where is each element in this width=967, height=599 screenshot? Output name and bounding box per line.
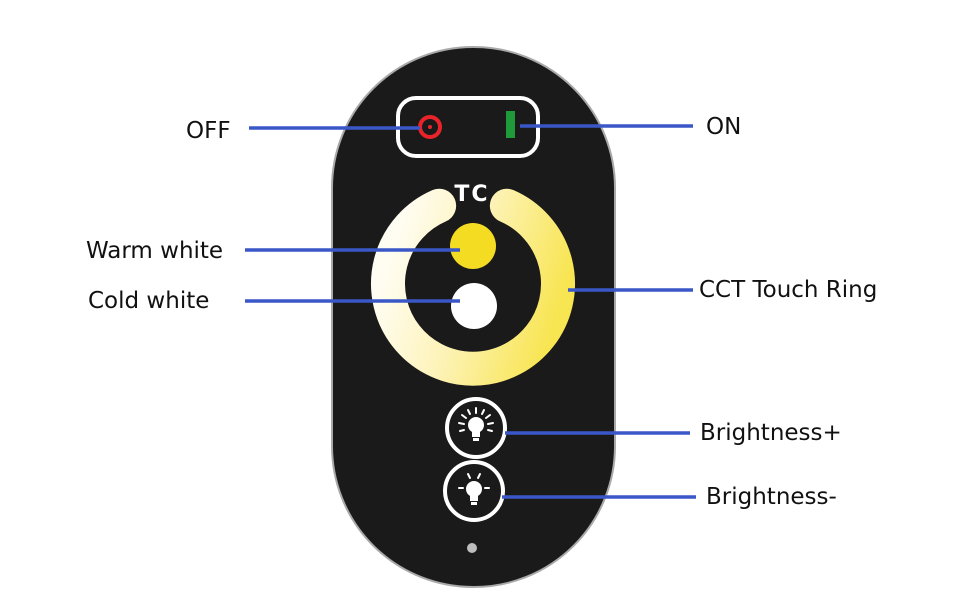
label-cct-touch-ring: CCT Touch Ring	[699, 277, 878, 303]
brand-logo: TC	[454, 182, 489, 207]
leader-lines	[245, 124, 696, 499]
brightness-down-button[interactable]	[443, 460, 505, 522]
label-brightness-down: Brightness-	[706, 484, 837, 510]
label-cold-white: Cold white	[88, 288, 210, 314]
warm-white-button[interactable]	[450, 223, 496, 269]
power-on-icon[interactable]	[506, 111, 515, 138]
cct-touch-ring[interactable]	[371, 188, 575, 386]
label-off: OFF	[186, 118, 231, 144]
label-brightness-up: Brightness+	[700, 420, 842, 446]
label-warm-white: Warm white	[86, 238, 224, 264]
bulb-dim-icon	[458, 473, 490, 505]
bulb-bright-icon	[458, 407, 494, 441]
label-on: ON	[706, 114, 742, 140]
cold-white-button[interactable]	[451, 283, 497, 329]
led-indicator-icon	[467, 543, 477, 553]
brightness-up-button[interactable]	[445, 397, 507, 459]
